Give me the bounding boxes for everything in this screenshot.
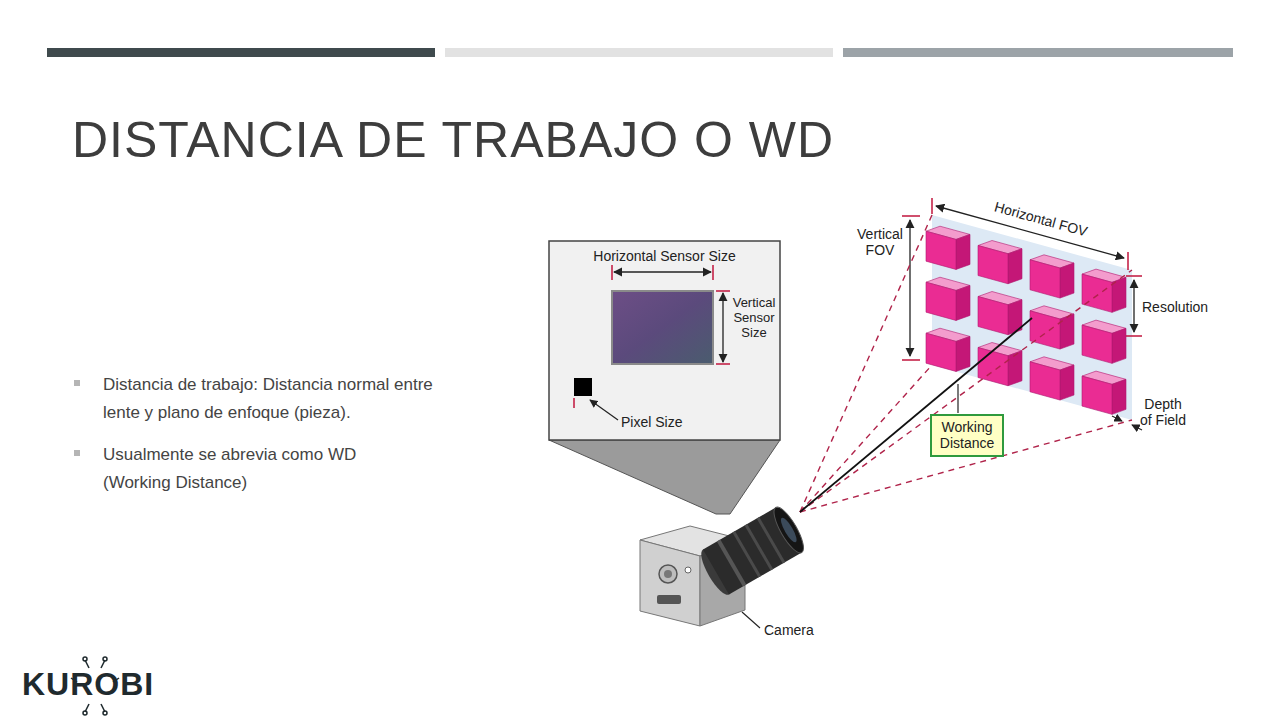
part-label: Camera (764, 622, 834, 638)
part-cube (926, 226, 970, 269)
node-label: Pixel Size (621, 414, 711, 430)
callout-box: Working Distance (930, 414, 1004, 457)
dimension-label: Resolution (1142, 299, 1222, 315)
logo-text: KUROBI (22, 666, 172, 703)
bullet-marker (74, 380, 80, 386)
tick (1126, 275, 1142, 277)
tick (712, 265, 714, 280)
working-distance-line (800, 318, 1032, 512)
tick (1126, 335, 1142, 337)
dimension-arrow (1112, 416, 1122, 421)
leader-line (590, 400, 618, 420)
tick (902, 215, 920, 217)
tick (1127, 252, 1129, 270)
slide-title: DISTANCIA DE TRABAJO O WD (72, 112, 834, 170)
header-bar (445, 48, 833, 57)
part-cube (978, 241, 1022, 284)
inset-panel (549, 241, 780, 440)
node-label: Working Distance (932, 416, 1002, 454)
tick (902, 359, 920, 361)
field-rays (800, 215, 1132, 512)
tick (716, 363, 730, 365)
part-cube (1030, 357, 1074, 400)
part-cube (1030, 306, 1074, 349)
dimension-label: Vertical FOV (855, 226, 905, 258)
camera-lens (696, 503, 809, 598)
pixel (574, 378, 592, 396)
node-label: Vertical Sensor Size (730, 296, 778, 341)
bullet-text: Usualmente se abrevia como WD (Working D… (103, 441, 378, 497)
part-cube (978, 292, 1022, 335)
dimension-arrow (722, 293, 723, 362)
sensor (612, 291, 713, 364)
tick (716, 290, 730, 292)
part-cube (1030, 255, 1074, 298)
camera-led (685, 567, 691, 573)
part-cube (926, 277, 970, 320)
fov-plane (932, 215, 1132, 420)
part-cube (1082, 320, 1126, 363)
dimension-arrow (614, 271, 711, 272)
header-bar (47, 48, 435, 57)
tick (931, 198, 933, 214)
part-cube (1082, 371, 1126, 414)
dimension-label: Horizontal FOV (985, 196, 1097, 241)
node-label: Horizontal Sensor Size (549, 248, 780, 264)
tick (573, 398, 575, 408)
tick (611, 265, 613, 280)
dimension-arrow (909, 220, 910, 356)
header-bar (843, 48, 1233, 57)
camera-connector (664, 570, 672, 578)
sensor-inset: Horizontal Sensor SizeVertical Sensor Si… (549, 241, 780, 440)
bullet-text: Distancia de trabajo: Distancia normal e… (103, 371, 458, 427)
leader-line (742, 612, 760, 628)
part-cube (926, 328, 970, 371)
dimension-label: Depth of Field (1140, 396, 1186, 428)
dimension-arrow (1133, 280, 1134, 332)
part-cube (978, 343, 1022, 386)
camera-connector (659, 565, 677, 583)
view-cone (549, 440, 780, 514)
bullet-marker (74, 450, 80, 456)
usb-port (657, 595, 681, 604)
camera-body (640, 540, 700, 626)
leader-line (957, 384, 958, 413)
